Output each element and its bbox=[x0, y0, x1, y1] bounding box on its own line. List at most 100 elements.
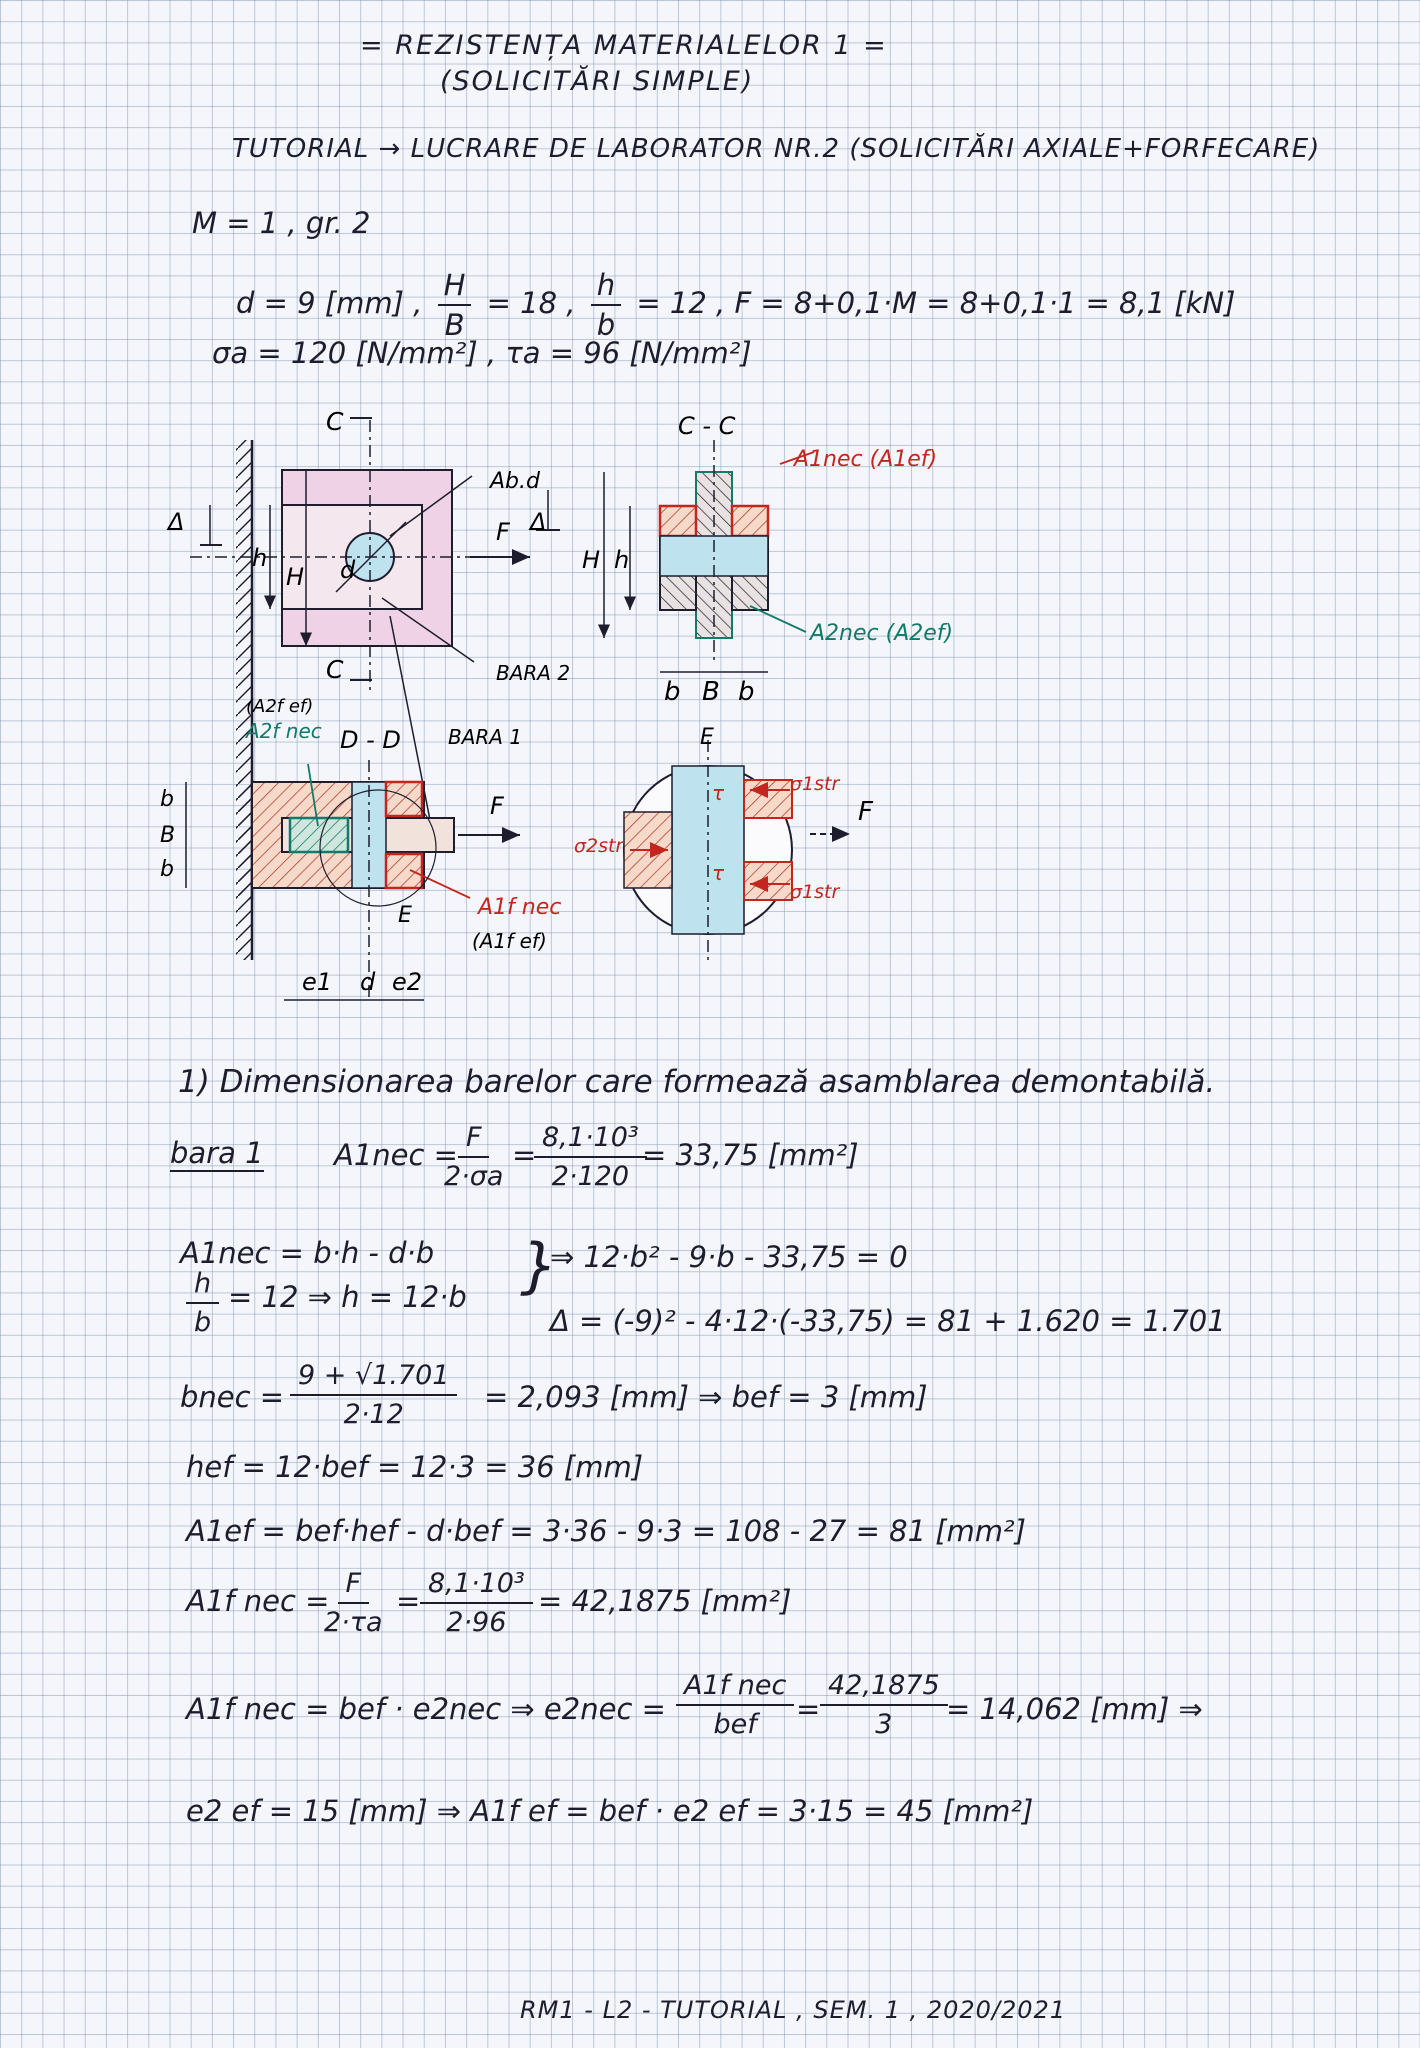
label-tau-bottom: τ bbox=[712, 861, 725, 885]
a1fnec-result: = 42,1875 [mm²] bbox=[538, 1584, 792, 1618]
a1fnec-frac-1-den: 2·τa bbox=[324, 1607, 383, 1638]
given-d: d = 9 [mm] , bbox=[236, 286, 423, 320]
eq-a1nec-geometry: A1nec = b·h - d·b bbox=[180, 1236, 435, 1270]
e2nec-frac-1-num: A1f nec bbox=[676, 1670, 795, 1706]
eq-ratio-frac-den: b bbox=[194, 1307, 212, 1338]
leader-a2nec bbox=[749, 605, 807, 633]
label-h-small: h bbox=[252, 544, 267, 572]
leader-a1f bbox=[409, 869, 471, 899]
label-c-bottom: C bbox=[326, 655, 344, 684]
label-section-dd: D - D bbox=[340, 726, 401, 754]
e2nec-eq: = bbox=[796, 1692, 821, 1726]
a1nec-frac-1-den: 2·σa bbox=[444, 1161, 504, 1192]
label-dim-B: B bbox=[160, 823, 175, 848]
ratio-h-b-den: b bbox=[596, 308, 616, 342]
e2nec-frac-2-num: 42,1875 bbox=[820, 1670, 948, 1706]
plate-detail-top-right bbox=[743, 779, 793, 819]
a1fnec-lhs: A1f nec = bbox=[186, 1584, 330, 1618]
label-h-right: h bbox=[614, 546, 629, 574]
label-c-top: C bbox=[326, 407, 344, 436]
label-a2f-ef: (A2f ef) bbox=[246, 696, 313, 717]
label-tau-top: τ bbox=[712, 781, 725, 805]
a1nec-eq: = bbox=[512, 1138, 537, 1172]
area-a1f-top bbox=[384, 780, 424, 818]
a1fnec-frac-2-num: 8,1·10³ bbox=[420, 1568, 533, 1604]
bnec-result: = 2,093 [mm] ⇒ bef = 3 [mm] bbox=[484, 1380, 928, 1414]
ratio-h-b-value: = 12 , bbox=[636, 286, 726, 320]
wall-hatch-dd bbox=[236, 780, 252, 960]
label-b1: b bbox=[664, 677, 681, 707]
label-a1f-ef: (A1f ef) bbox=[472, 929, 547, 953]
section-heading: 1) Dimensionarea barelor care formează a… bbox=[178, 1064, 1216, 1100]
tutorial-heading: TUTORIAL → LUCRARE DE LABORATOR NR.2 (SO… bbox=[232, 134, 1321, 164]
label-sigma-1str-top: σ1str bbox=[790, 773, 840, 795]
label-F3: F bbox=[858, 797, 874, 827]
label-delta-left: Δ bbox=[166, 508, 184, 536]
leader-abd bbox=[389, 475, 473, 537]
label-sigma-2str: σ2str bbox=[574, 835, 624, 857]
label-b2: b bbox=[738, 677, 755, 707]
leader-bara2 bbox=[381, 597, 475, 663]
ratio-h-b-num: h bbox=[590, 268, 622, 306]
label-dim-b2: b bbox=[160, 857, 174, 882]
discriminant: Δ = (-9)² - 4·12·(-33,75) = 81 + 1.620 =… bbox=[550, 1304, 1226, 1338]
a1nec-result: = 33,75 [mm²] bbox=[642, 1138, 859, 1172]
label-bara2: BARA 2 bbox=[496, 661, 570, 685]
area-a1f-bottom bbox=[384, 852, 424, 890]
label-B: B bbox=[702, 677, 720, 707]
e2nec-lhs: A1f nec = bef · e2nec ⇒ e2nec = bbox=[186, 1692, 666, 1726]
eq-ratio-rest: = 12 ⇒ h = 12·b bbox=[228, 1280, 467, 1314]
ratio-H-B-den: B bbox=[444, 308, 465, 342]
label-e1: e1 bbox=[302, 968, 332, 996]
bnec-frac-num: 9 + √1.701 bbox=[290, 1360, 458, 1396]
ratio-H-B-num: H bbox=[437, 268, 472, 306]
system-brace: } bbox=[520, 1231, 559, 1301]
given-allowable-stress: σa = 120 [N/mm²] , τa = 96 [N/mm²] bbox=[212, 336, 752, 370]
label-F2: F bbox=[490, 792, 505, 820]
label-d-dim: d bbox=[360, 968, 376, 996]
label-a1nec: A1nec (A1ef) bbox=[792, 447, 937, 472]
a1nec-lhs: A1nec = bbox=[334, 1138, 458, 1172]
detail-e-view: E σ1str σ2str σ1str τ τ F bbox=[574, 725, 874, 960]
label-bara1: BARA 1 bbox=[448, 725, 522, 749]
a1ef-equation: A1ef = bef·hef - d·bef = 3·36 - 9·3 = 10… bbox=[186, 1514, 1026, 1548]
label-delta-right: Δ bbox=[528, 508, 546, 536]
label-H-right: H bbox=[582, 546, 600, 574]
bnec-frac-den: 2·12 bbox=[343, 1399, 404, 1430]
label-e2: e2 bbox=[392, 968, 422, 996]
area-a2f bbox=[288, 816, 350, 854]
given-group: M = 1 , gr. 2 bbox=[192, 206, 371, 240]
page-footer: RM1 - L2 - TUTORIAL , SEM. 1 , 2020/2021 bbox=[520, 1996, 1067, 2024]
e2nec-result: = 14,062 [mm] ⇒ bbox=[946, 1692, 1203, 1726]
a1nec-frac-2-num: 8,1·10³ bbox=[534, 1122, 647, 1158]
given-force: F = 8+0,1·M = 8+0,1·1 = 8,1 [kN] bbox=[734, 286, 1236, 320]
label-a2f-nec: A2f nec bbox=[244, 719, 322, 743]
label-a2nec: A2nec (A2ef) bbox=[808, 621, 953, 646]
label-sigma-1str-bottom: σ1str bbox=[790, 881, 840, 903]
leader-a2f bbox=[307, 763, 319, 827]
section-c-c-view: Δ C - C H h b B b A1nec (A1ef) A2nec (A2… bbox=[528, 412, 953, 707]
assembly-diagram: C C Δ h H d Ab.d F BARA 2 Δ C - C H h b … bbox=[160, 407, 953, 1001]
area-a1-top-right bbox=[730, 504, 770, 538]
label-E-top: E bbox=[700, 725, 714, 750]
section-d-d-view: (A2f ef) A2f nec D - D BARA 1 b B b F E … bbox=[160, 696, 561, 1001]
a1fnec-eq: = bbox=[396, 1584, 421, 1618]
plate-detail-bottom-right bbox=[743, 861, 793, 901]
eq-ratio-frac-num: h bbox=[186, 1268, 220, 1304]
label-abd: Ab.d bbox=[488, 469, 541, 494]
label-F1: F bbox=[496, 518, 511, 546]
label-dim-b1: b bbox=[160, 787, 174, 812]
area-a1-top-left bbox=[658, 504, 698, 538]
e2nec-frac-2-den: 3 bbox=[875, 1709, 893, 1740]
label-H-big: H bbox=[286, 563, 304, 591]
